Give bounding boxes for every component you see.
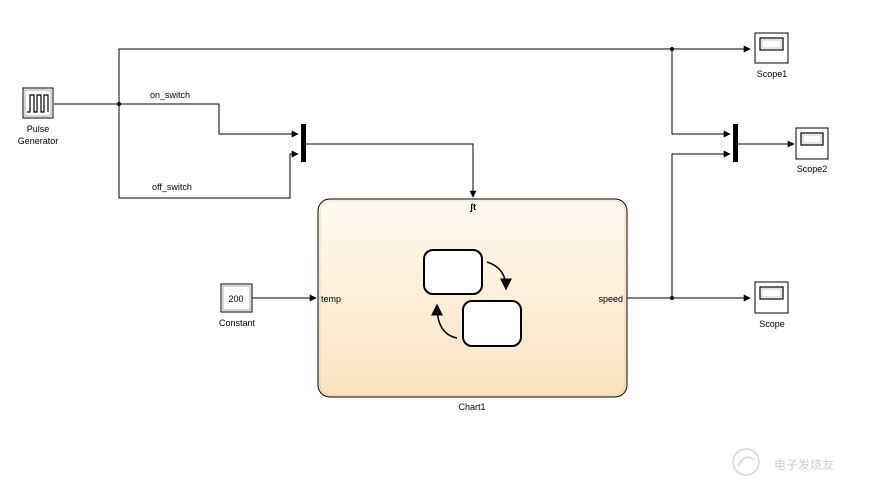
chart-input-port-temp: temp [321, 294, 341, 304]
signal-label-off-switch: off_switch [152, 182, 192, 192]
chart-label: Chart1 [458, 402, 485, 412]
scope-screen-icon [800, 132, 824, 146]
stateflow-chart-block[interactable] [317, 198, 628, 398]
transition-arrow-icon [486, 261, 512, 291]
wires [54, 45, 795, 302]
scope1-block[interactable] [754, 32, 789, 64]
pulse-generator-block[interactable] [22, 87, 54, 119]
scope-screen-icon [759, 37, 784, 51]
pulse-generator-label: Pulse [27, 124, 50, 134]
transition-arrow-icon [431, 303, 458, 339]
state-icon [423, 249, 483, 295]
scope2-label: Scope2 [797, 164, 828, 174]
wire-pulse-to-mux2[interactable] [671, 49, 731, 138]
signal-label-on-switch: on_switch [150, 90, 190, 100]
constant-block[interactable]: 200 [220, 283, 253, 313]
wire-mux-to-chart[interactable] [306, 143, 477, 198]
scope2-block[interactable] [795, 127, 829, 160]
wire-off-switch[interactable] [118, 104, 299, 199]
watermark-text: 电子发烧友 [774, 457, 834, 472]
scope-screen-icon [759, 286, 784, 300]
chart-trigger-symbol: ʃt [469, 202, 476, 212]
wire-to-scope1[interactable] [118, 45, 751, 104]
chart-output-port-speed: speed [598, 294, 623, 304]
watermark: 电子发烧友 [732, 448, 834, 476]
mux-block[interactable] [733, 124, 738, 162]
scope-label: Scope [759, 319, 785, 329]
wire-on-switch[interactable] [119, 103, 299, 138]
constant-label: Constant [219, 318, 256, 328]
watermark-logo-icon [732, 448, 760, 476]
mux-block[interactable] [301, 124, 306, 162]
scope1-label: Scope1 [757, 69, 788, 79]
pulse-waveform-icon [27, 94, 49, 113]
state-icon [462, 300, 522, 347]
constant-value: 200 [228, 294, 243, 304]
wire-speed-to-mux2[interactable] [671, 150, 731, 298]
scope-block[interactable] [754, 281, 789, 314]
pulse-generator-label: Generator [18, 136, 59, 146]
